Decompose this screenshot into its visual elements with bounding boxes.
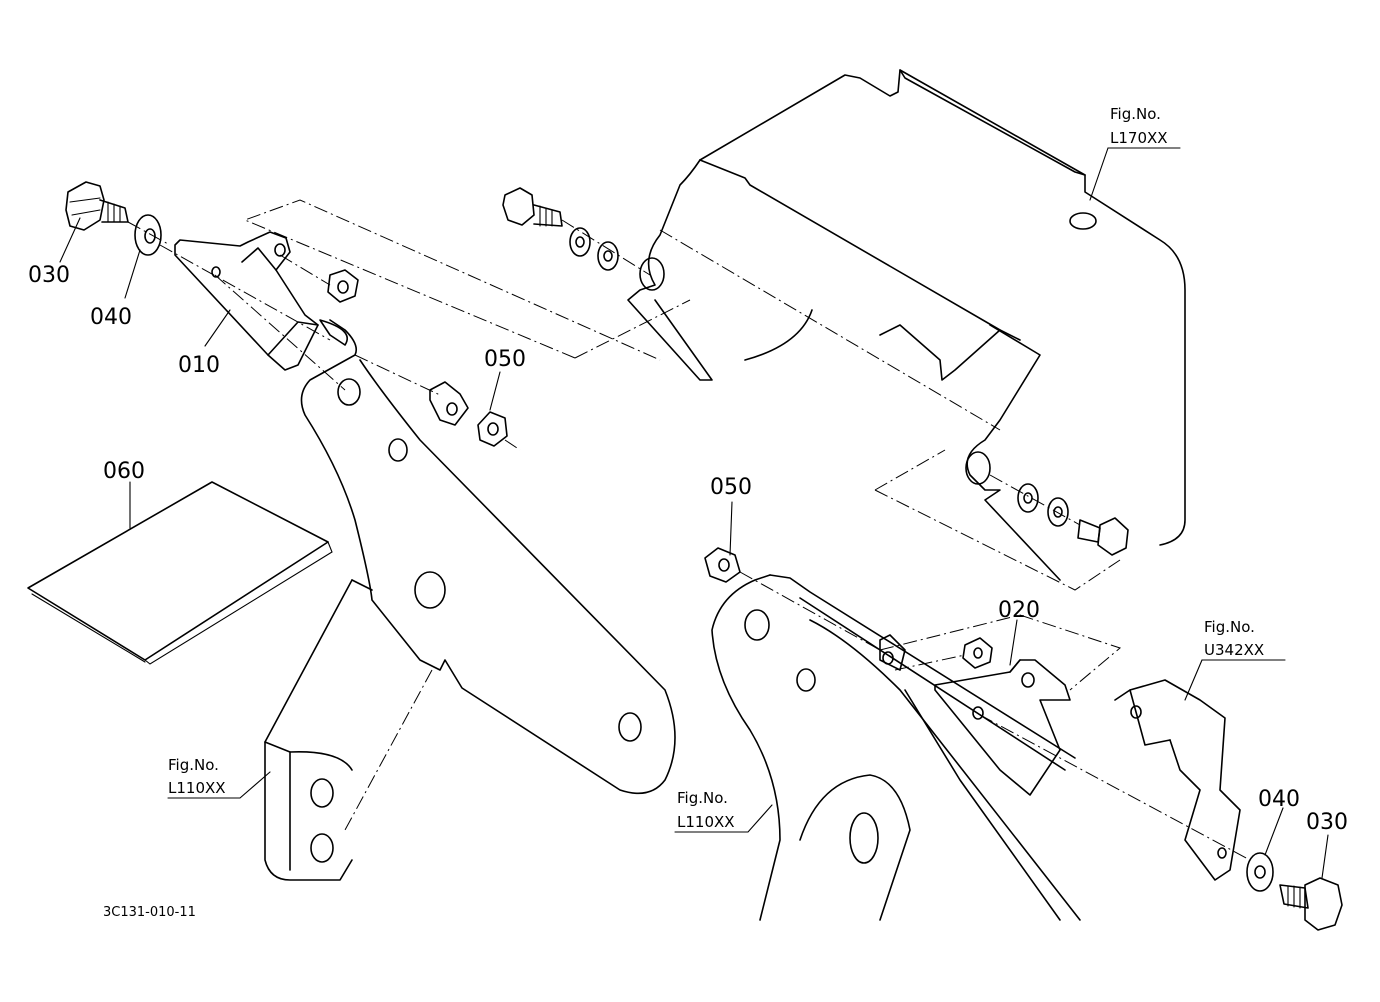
bolt-lower-cover — [989, 474, 1129, 556]
label-030-right: 030 — [1306, 810, 1348, 835]
label-030-left: 030 — [28, 263, 70, 288]
bracket-u342 — [979, 679, 1251, 881]
fig-ref-l110-left: L110XX — [168, 779, 226, 797]
bracket-020 — [879, 614, 1122, 796]
fig-ref-l170: L170XX — [1110, 129, 1168, 147]
label-050-right: 050 — [710, 475, 752, 500]
label-040-right: 040 — [1258, 787, 1300, 812]
label-020: 020 — [998, 598, 1040, 623]
washer-040-right — [1246, 852, 1274, 892]
left-center-lines — [127, 221, 521, 451]
sheet-060 — [27, 481, 333, 665]
label-060: 060 — [103, 459, 145, 484]
nut-050-left — [429, 381, 508, 447]
right-frame-l110 — [711, 574, 1081, 921]
label-010: 010 — [178, 353, 220, 378]
bracket-010 — [174, 231, 319, 371]
fig-label-l170: Fig.No. — [1110, 105, 1161, 123]
nut-left-upper — [327, 269, 359, 303]
leader-lines — [59, 147, 1329, 879]
top-cover-l170 — [243, 69, 1186, 591]
fig-ref-u342: U342XX — [1204, 641, 1264, 659]
label-040-left: 040 — [90, 305, 132, 330]
left-frame-plate — [264, 579, 373, 881]
diagram-code: 3C131-010-11 — [103, 905, 196, 920]
bolt-030-right — [1279, 877, 1343, 931]
left-mounting-plate — [300, 319, 676, 831]
nut-050-right — [704, 547, 881, 651]
washer-040-left — [134, 214, 162, 256]
label-050-left: 050 — [484, 347, 526, 372]
fig-label-u342: Fig.No. — [1204, 618, 1255, 636]
bolt-upper-cover — [502, 187, 651, 276]
fig-label-l110-left: Fig.No. — [168, 756, 219, 774]
fig-ref-l110-right: L110XX — [677, 813, 735, 831]
bolt-030-left — [65, 181, 129, 231]
fig-label-l110-right: Fig.No. — [677, 789, 728, 807]
